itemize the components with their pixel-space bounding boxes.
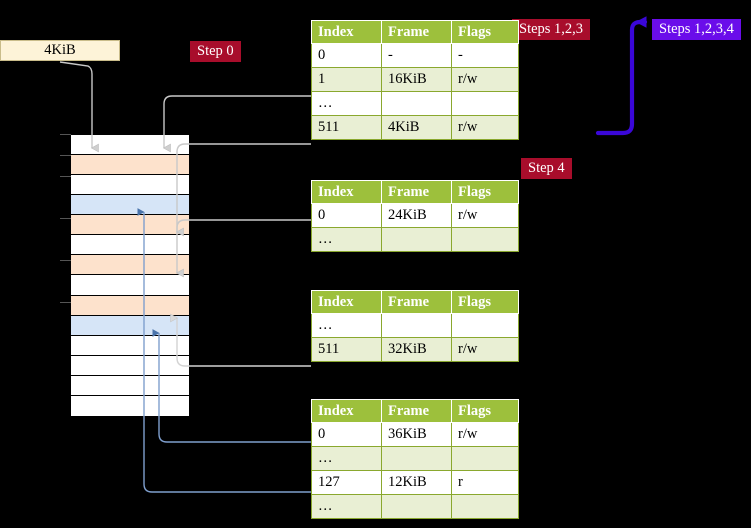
table-cell: 127 (311, 470, 382, 495)
table-cell: r (451, 470, 519, 495)
table-cell (451, 227, 519, 252)
memory-tick (60, 155, 71, 156)
physical-memory-column (70, 134, 190, 416)
memory-frame-row (71, 195, 189, 216)
table-cell: 36KiB (381, 422, 452, 447)
memory-frame-row (71, 355, 189, 376)
memory-frame-row (71, 255, 189, 276)
memory-frame-row (71, 215, 189, 236)
memory-frame-row (71, 155, 189, 176)
table-row: … (311, 494, 519, 519)
column-header-frame: Frame (381, 399, 452, 423)
table-cell (381, 91, 452, 116)
memory-frame-row (71, 135, 189, 156)
wire-l1-idx511-to-frame (175, 143, 311, 237)
frame-label-4kib: 4KiB (0, 40, 120, 61)
badge-step-0: Step 0 (190, 41, 241, 62)
column-header-index: Index (311, 180, 382, 204)
memory-tick (60, 302, 71, 303)
memory-tick (60, 218, 71, 219)
table-cell: - (381, 43, 452, 68)
column-header-frame: Frame (381, 20, 452, 44)
table-row: 0-- (311, 43, 519, 68)
memory-frame-row (71, 175, 189, 196)
column-header-frame: Frame (381, 290, 452, 314)
memory-tick (60, 134, 71, 135)
memory-frame-row (71, 315, 189, 336)
table-cell: … (311, 91, 382, 116)
memory-tick (60, 176, 71, 177)
table-row: … (311, 227, 519, 252)
table-cell: 24KiB (381, 203, 452, 228)
table-cell: - (451, 43, 519, 68)
wire-l2-idx0-to-frame (175, 219, 311, 278)
memory-frame-row (71, 235, 189, 256)
column-header-index: Index (311, 399, 382, 423)
badge-steps-1-2-3-4: Steps 1,2,3,4 (652, 19, 741, 40)
table-cell: 0 (311, 43, 382, 68)
table-row: … (311, 91, 519, 116)
column-header-index: Index (311, 20, 382, 44)
table-cell: r/w (451, 422, 519, 447)
table-cell (451, 91, 519, 116)
table-cell: … (311, 446, 382, 471)
table-cell (381, 494, 452, 519)
memory-frame-row (71, 335, 189, 356)
table-cell: … (311, 313, 382, 338)
column-header-flags: Flags (451, 399, 519, 423)
table-cell (381, 446, 452, 471)
table-cell: 0 (311, 422, 382, 447)
memory-tick (60, 260, 71, 261)
wire-l3-idx511-to-frame (170, 313, 311, 367)
memory-frame-row (71, 395, 189, 416)
table-cell: r/w (451, 337, 519, 362)
table-row: … (311, 313, 519, 338)
table-cell: r/w (451, 115, 519, 140)
table-row: … (311, 446, 519, 471)
table-cell: 12KiB (381, 470, 452, 495)
table-cell: … (311, 494, 382, 519)
table-cell: … (311, 227, 382, 252)
memory-frame-row (71, 295, 189, 316)
table-cell (451, 313, 519, 338)
badge-step-4: Step 4 (521, 158, 572, 179)
table-cell: 4KiB (381, 115, 452, 140)
table-cell: 32KiB (381, 337, 452, 362)
column-header-frame: Frame (381, 180, 452, 204)
column-header-index: Index (311, 290, 382, 314)
table-cell (381, 227, 452, 252)
table-cell (451, 494, 519, 519)
table-cell (381, 313, 452, 338)
table-cell: 511 (311, 337, 382, 362)
table-cell (451, 446, 519, 471)
table-cell: 16KiB (381, 67, 452, 92)
table-cell: 0 (311, 203, 382, 228)
column-header-flags: Flags (451, 20, 519, 44)
table-cell: r/w (451, 203, 519, 228)
memory-frame-row (71, 375, 189, 396)
bracket-steps-1-2-3-4 (595, 16, 648, 136)
column-header-flags: Flags (451, 290, 519, 314)
table-cell: r/w (451, 67, 519, 92)
table-cell: 1 (311, 67, 382, 92)
badge-steps-1-2-3: Steps 1,2,3 (512, 19, 591, 40)
column-header-flags: Flags (451, 180, 519, 204)
memory-frame-row (71, 275, 189, 296)
table-cell: 511 (311, 115, 382, 140)
